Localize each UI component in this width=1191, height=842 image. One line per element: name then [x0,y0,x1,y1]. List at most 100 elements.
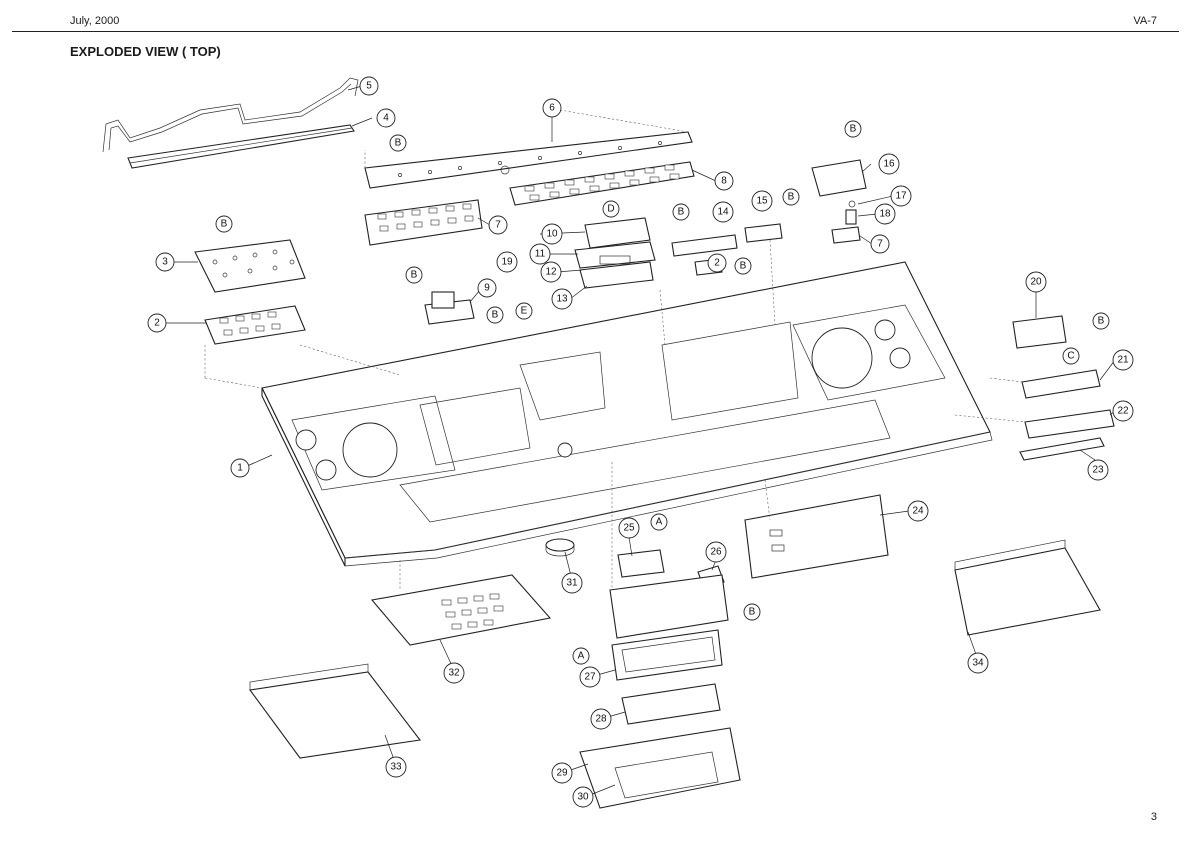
svg-text:1: 1 [237,463,243,474]
svg-text:7: 7 [877,239,883,250]
screw-label-b4: B [486,306,504,324]
svg-text:C: C [1067,351,1074,362]
svg-text:B: B [395,138,402,149]
svg-text:8: 8 [721,176,727,187]
part-cover-left [249,663,422,759]
part-jack-board [424,291,475,325]
svg-text:29: 29 [556,768,568,779]
header-rule [12,31,1179,32]
part-music-rest-wire [102,77,359,153]
svg-text:24: 24 [912,506,924,517]
svg-text:4: 4 [383,113,389,124]
callout-17: 17 [890,185,912,207]
callout-30: 30 [572,786,594,808]
screw-label-b3: B [405,266,423,284]
callout-19: 19 [496,251,518,273]
part-music-rest-bar [127,124,355,169]
callout-16: 16 [878,153,900,175]
callout-27: 27 [579,666,601,688]
screw-label-b8: B [844,120,862,138]
svg-text:B: B [788,192,795,203]
svg-text:7: 7 [495,220,501,231]
screw-label-d: D [602,200,620,218]
svg-text:22: 22 [1117,406,1129,417]
callout-34: 34 [967,652,989,674]
svg-text:27: 27 [584,672,596,683]
svg-text:13: 13 [556,294,568,305]
svg-text:32: 32 [448,668,460,679]
svg-text:20: 20 [1030,277,1042,288]
svg-text:23: 23 [1092,465,1104,476]
callout-25: 25 [618,517,640,539]
callout-1: 1 [230,458,250,478]
part-lcd-glass [621,683,721,725]
callout-26: 26 [705,541,727,563]
callout-2b: 2 [707,253,727,273]
callout-33: 33 [385,756,407,778]
part-rubber-left [364,199,483,246]
part-small-boards-center [671,223,783,276]
svg-text:B: B [740,261,747,272]
screw-label-b2: B [215,215,233,233]
screw-label-b10: B [743,603,761,621]
callout-4: 4 [376,108,396,128]
callout-10: 10 [541,223,563,245]
callout-2a: 2 [147,313,167,333]
svg-text:14: 14 [717,207,729,218]
svg-text:26: 26 [710,547,722,558]
svg-text:33: 33 [390,762,402,773]
callout-20: 20 [1025,271,1047,293]
svg-text:28: 28 [595,714,607,725]
svg-text:17: 17 [895,191,907,202]
svg-text:B: B [678,207,685,218]
svg-text:B: B [850,124,857,135]
screw-label-e: E [515,302,533,320]
callout-22: 22 [1112,400,1134,422]
svg-text:16: 16 [883,159,895,170]
callout-12: 12 [540,261,562,283]
screw-label-b1: B [389,134,407,152]
part-cover-right [954,539,1101,636]
svg-text:B: B [221,219,228,230]
svg-text:30: 30 [577,792,589,803]
screw-label-b6: B [782,188,800,206]
page-number: 3 [1150,811,1157,823]
part-left-rubber [204,305,306,345]
part-bottom-left-panel [370,574,552,646]
svg-text:6: 6 [549,103,555,114]
callout-9: 9 [477,278,497,298]
screw-label-b9: B [1092,312,1110,330]
part-bottom-right-panel [744,494,889,579]
svg-text:21: 21 [1117,355,1129,366]
callout-11: 11 [529,243,551,265]
svg-text:5: 5 [366,81,372,92]
callout-7a: 7 [488,215,508,235]
screw-label-b5: B [672,203,690,221]
svg-text:18: 18 [879,209,891,220]
page-title: EXPLODED VIEW ( TOP) [70,44,221,59]
part-display-module [574,217,656,289]
part-main-case [261,261,993,567]
callout-6: 6 [542,98,562,118]
svg-text:B: B [492,310,499,321]
svg-text:B: B [411,270,418,281]
callout-3: 3 [155,252,175,272]
callout-13: 13 [551,288,573,310]
callout-5: 5 [359,76,379,96]
callout-29: 29 [551,762,573,784]
header-date: July, 2000 [70,15,120,27]
svg-text:15: 15 [756,196,768,207]
callout-15: 15 [751,190,773,212]
svg-text:12: 12 [545,267,557,278]
part-rubber-right [509,161,695,206]
callout-18: 18 [874,203,896,225]
callout-21: 21 [1112,349,1134,371]
svg-text:3: 3 [162,257,168,268]
callout-23: 23 [1087,459,1109,481]
svg-text:A: A [578,651,585,662]
part-lcd-frame [611,629,723,681]
svg-text:A: A [656,517,663,528]
svg-text:D: D [607,204,614,215]
callout-7b: 7 [870,234,890,254]
